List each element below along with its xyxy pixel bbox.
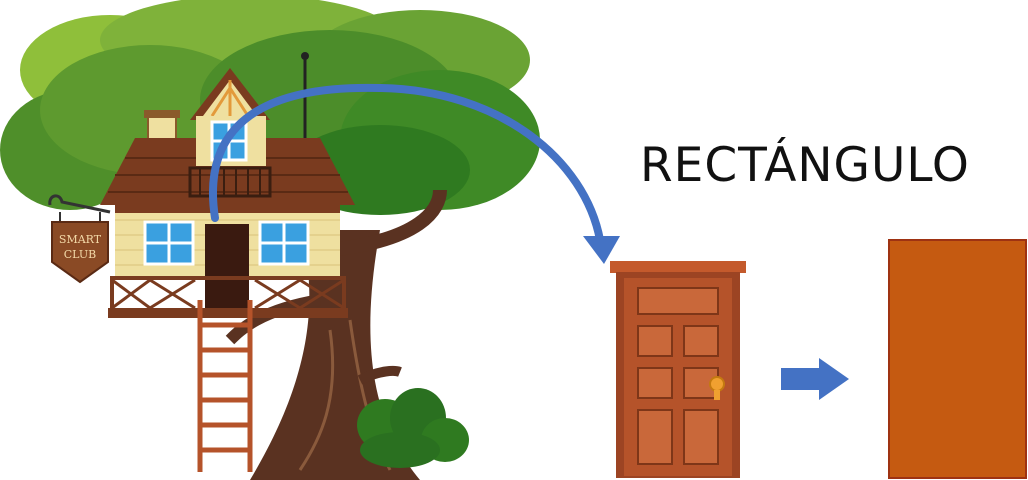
right-window <box>258 220 310 266</box>
house-door <box>205 224 249 310</box>
upper-balcony <box>188 166 272 198</box>
door-knob <box>709 376 725 392</box>
rectangle-shape <box>888 239 1027 479</box>
curved-arrow <box>209 83 620 264</box>
sign-text-line2: CLUB <box>64 248 96 261</box>
left-window <box>143 220 195 266</box>
bush <box>357 388 469 468</box>
roof <box>100 138 355 205</box>
sign-text-line1: SMART <box>59 233 102 246</box>
right-arrow <box>781 358 849 400</box>
door-illustration <box>610 261 746 478</box>
caption-rectangulo: RECTÁNGULO <box>640 138 970 193</box>
club-sign: SMART CLUB <box>48 194 111 284</box>
ladder <box>197 300 253 472</box>
treehouse-illustration: SMART CLUB <box>0 0 540 480</box>
